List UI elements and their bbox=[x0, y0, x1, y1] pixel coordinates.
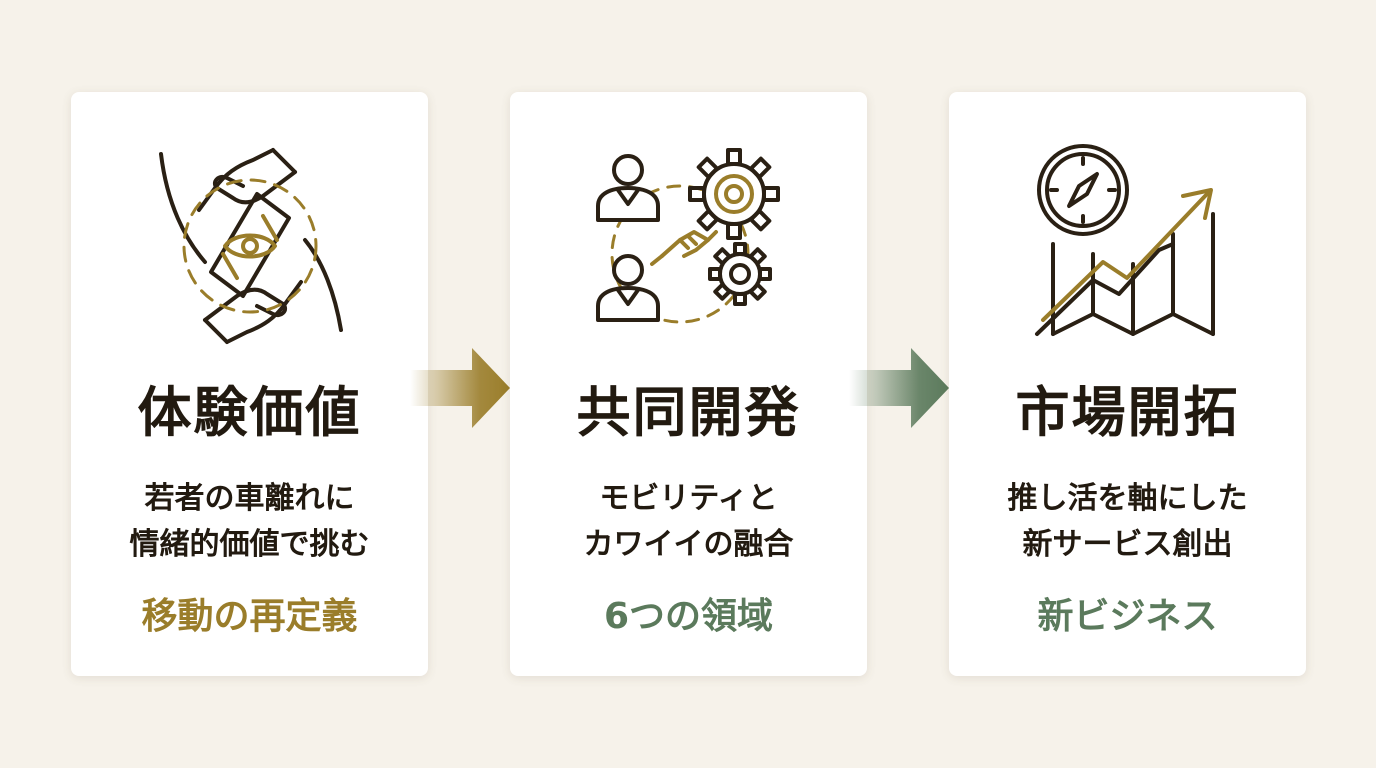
card-description: モビリティと カワイイの融合 bbox=[510, 476, 867, 568]
hands-eye-icon bbox=[71, 144, 428, 348]
card-description: 推し活を軸にした 新サービス創出 bbox=[949, 476, 1306, 568]
card-tagline: 6つの領域 bbox=[603, 596, 774, 637]
description-line: 新サービス創出 bbox=[1022, 527, 1233, 562]
compass-growth-chart-icon bbox=[949, 144, 1306, 348]
card-title: 市場開拓 bbox=[1015, 380, 1240, 444]
step-card-joint-development: 共同開発 モビリティと カワイイの融合 6つの領域 bbox=[510, 92, 867, 676]
card-title: 体験価値 bbox=[137, 380, 362, 444]
description-line: 推し活を軸にした bbox=[1007, 481, 1248, 516]
step-card-experience-value: 体験価値 若者の車離れに 情緒的価値で挑む 移動の再定義 bbox=[71, 92, 428, 676]
arrow-right-icon bbox=[410, 348, 510, 428]
card-description: 若者の車離れに 情緒的価値で挑む bbox=[71, 476, 428, 568]
card-tagline: 新ビジネス bbox=[1037, 596, 1218, 637]
description-line: モビリティと bbox=[599, 481, 778, 516]
arrow-right-icon bbox=[849, 348, 949, 428]
description-line: カワイイの融合 bbox=[583, 527, 794, 562]
description-line: 若者の車離れに bbox=[144, 481, 355, 516]
step-card-market-development: 市場開拓 推し活を軸にした 新サービス創出 新ビジネス bbox=[949, 92, 1306, 676]
description-line: 情緒的価値で挑む bbox=[129, 527, 370, 562]
card-title: 共同開発 bbox=[576, 380, 801, 444]
collaboration-gears-icon bbox=[510, 144, 867, 348]
card-tagline: 移動の再定義 bbox=[141, 596, 358, 637]
